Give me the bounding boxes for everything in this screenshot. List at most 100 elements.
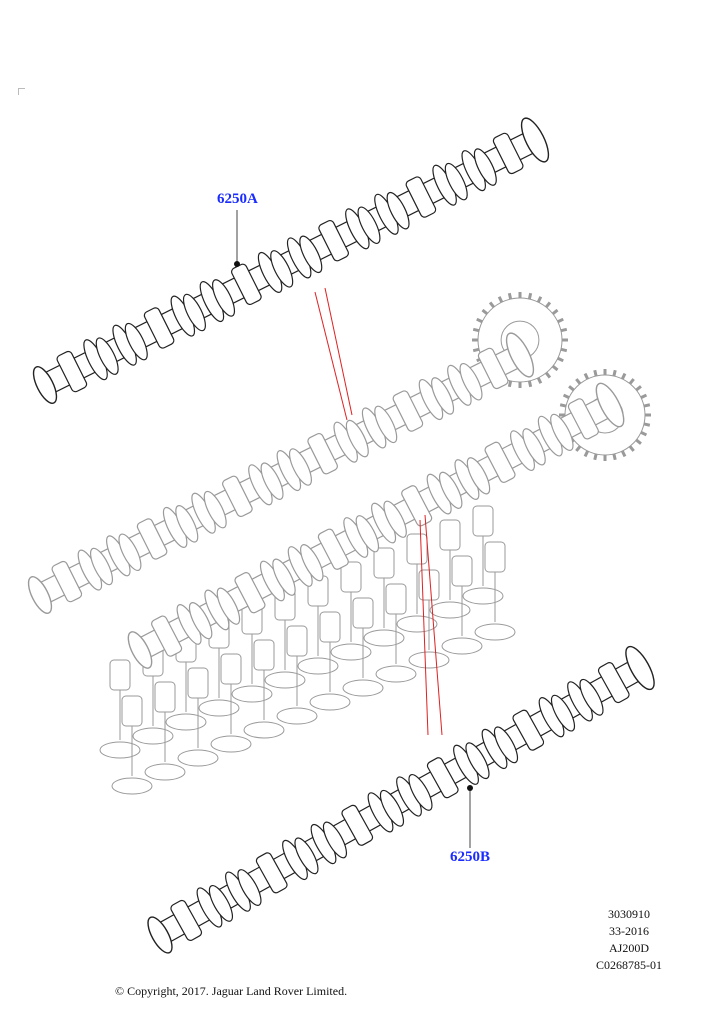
cam-lobe	[208, 884, 234, 922]
valve-head	[462, 587, 504, 605]
sprocket-tooth	[557, 317, 564, 324]
cam-lobe	[408, 773, 433, 811]
bearing-journal	[307, 432, 338, 475]
bearing-journal	[143, 307, 175, 349]
sprocket-tooth	[545, 371, 552, 379]
valve-head	[408, 651, 450, 669]
sprocket-tooth	[583, 372, 589, 380]
sprocket-tooth	[635, 438, 642, 445]
sprocket-tooth	[560, 347, 568, 353]
bearing-journal	[317, 528, 349, 570]
sprocket-tooth	[568, 385, 575, 392]
shaft-end	[505, 332, 535, 378]
valve-head	[429, 601, 471, 619]
cam-lobe	[438, 471, 463, 509]
valve-spring	[109, 659, 131, 691]
sprocket-tooth	[536, 296, 543, 303]
camshaft-body	[27, 332, 535, 614]
cam-lobe	[322, 821, 348, 859]
sprocket-tooth	[560, 327, 568, 333]
crop-mark	[18, 88, 25, 95]
sprocket-tooth	[643, 403, 651, 408]
bearing-journal	[51, 560, 83, 603]
valve-head	[309, 693, 351, 711]
bearing-journal	[136, 518, 168, 560]
sprocket-tooth	[575, 378, 582, 385]
cam-lobe	[459, 362, 483, 401]
sprocket-tooth	[472, 347, 480, 353]
valve-head	[111, 777, 153, 795]
valve-head	[474, 623, 516, 641]
callout-6250a[interactable]: 6250A	[217, 191, 258, 207]
sprocket-tooth	[557, 356, 564, 363]
sprocket-tooth	[551, 308, 559, 315]
camshaft-body	[32, 117, 550, 404]
cam-lobe	[188, 602, 213, 640]
cam-lobe	[386, 191, 410, 230]
cam-lobe	[182, 293, 206, 332]
callout-dot	[234, 261, 240, 267]
valve-spring	[187, 667, 209, 699]
valve-spring	[352, 597, 374, 629]
reference-block: 3030910 33-2016 AJ200D C0268785-01	[596, 906, 662, 974]
valve-head	[342, 679, 384, 697]
cam-lobe	[355, 515, 380, 553]
leader-line	[314, 291, 348, 421]
bearing-journal	[405, 176, 437, 218]
shaft-end	[32, 366, 58, 404]
cam-lobe	[466, 457, 491, 495]
bearing-journal	[56, 350, 88, 393]
sprocket-tooth	[621, 450, 627, 458]
shaft-end	[625, 645, 655, 691]
bearing-journal	[567, 398, 599, 440]
callout-6250b[interactable]: 6250B	[450, 849, 491, 865]
cam-lobe	[383, 500, 407, 538]
sprocket-tooth	[640, 431, 648, 437]
cam-lobe	[431, 377, 455, 415]
sprocket-tooth	[621, 372, 627, 380]
sprocket-tooth	[559, 403, 567, 408]
valve-head	[243, 721, 285, 739]
cam-lobe	[465, 742, 490, 780]
sprocket-tooth	[536, 377, 543, 384]
valve-head	[198, 699, 240, 717]
sprocket-tooth	[527, 380, 533, 388]
sprocket-tooth	[507, 380, 513, 388]
cam-lobe	[379, 789, 405, 827]
shaft-end	[147, 916, 173, 954]
leader-line	[419, 519, 429, 736]
shaft-end	[27, 576, 53, 614]
reference-image-code: C0268785-01	[596, 958, 662, 972]
shaft-end	[520, 117, 550, 163]
camshaft-6250b[interactable]	[141, 643, 659, 960]
sprocket-tooth	[545, 301, 552, 309]
cam-lobe	[550, 694, 576, 732]
sprocket-tooth	[476, 317, 483, 324]
valve-spring	[154, 681, 176, 713]
valve-head	[441, 637, 483, 655]
valve-head	[396, 615, 438, 633]
sprocket-tooth	[551, 365, 559, 372]
reference-number: 3030910	[608, 907, 650, 921]
valve-head	[210, 735, 252, 753]
valve-spring	[121, 695, 143, 727]
valve-head	[99, 741, 141, 759]
cam-lobe	[89, 547, 114, 586]
valve-spring	[484, 541, 506, 573]
cam-lobe	[237, 869, 262, 906]
camshaft-body	[147, 645, 655, 954]
sprocket-tooth	[527, 292, 533, 300]
valve-head	[363, 629, 405, 647]
valve-spring	[220, 653, 242, 685]
camshaft-body	[127, 382, 625, 669]
copyright-text: © Copyright, 2017. Jaguar Land Rover Lim…	[115, 984, 348, 998]
camshaft-6250a[interactable]	[27, 115, 554, 411]
valve-spring	[439, 519, 461, 551]
callout-dot	[467, 785, 473, 791]
bearing-journal	[392, 390, 424, 432]
sprocket-tooth	[640, 393, 648, 399]
bearing-journal	[234, 572, 266, 614]
bearing-journal	[170, 899, 203, 941]
cam-lobe	[260, 462, 284, 500]
valve-head	[177, 749, 219, 767]
